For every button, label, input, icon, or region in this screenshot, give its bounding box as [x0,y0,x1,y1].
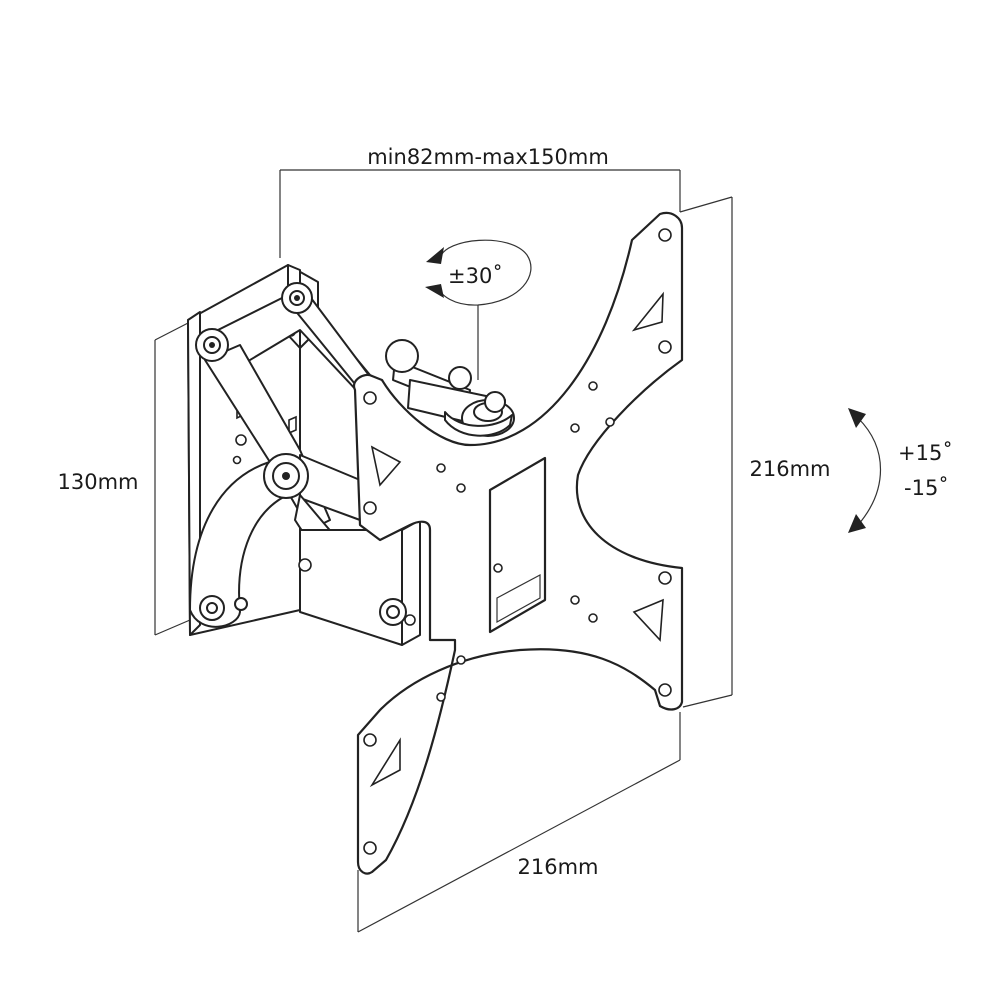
left-height-label: 130mm [58,470,139,494]
pivot-bolt [379,598,407,626]
swivel-angle-label: ±30˚ [448,264,503,288]
pivot-bolt [199,595,225,621]
swivel-rotation-symbol [425,239,532,380]
pivot-bolt [195,328,229,362]
tilt-knob-assembly [385,339,515,437]
dimension-right-height [679,196,733,708]
bottom-width-label: 216mm [518,855,599,879]
pivot-bolt [234,597,248,611]
hole-spacing-label: min82mm-max150mm [367,145,609,169]
articulating-arms [189,289,421,646]
vesa-plate [352,211,684,875]
pivot-bolt [281,282,313,314]
pivot-bolts [195,282,407,626]
tilt-up-label: +15˚ [898,441,953,465]
tilt-rotation-symbol [848,408,882,533]
tilt-down-label: -15˚ [904,476,949,500]
pivot-bolt [263,453,309,499]
dimension-bottom-width [357,712,681,933]
dimension-left-height [154,321,191,636]
dimension-hole-spacing [279,169,681,258]
right-height-label: 216mm [750,457,831,481]
